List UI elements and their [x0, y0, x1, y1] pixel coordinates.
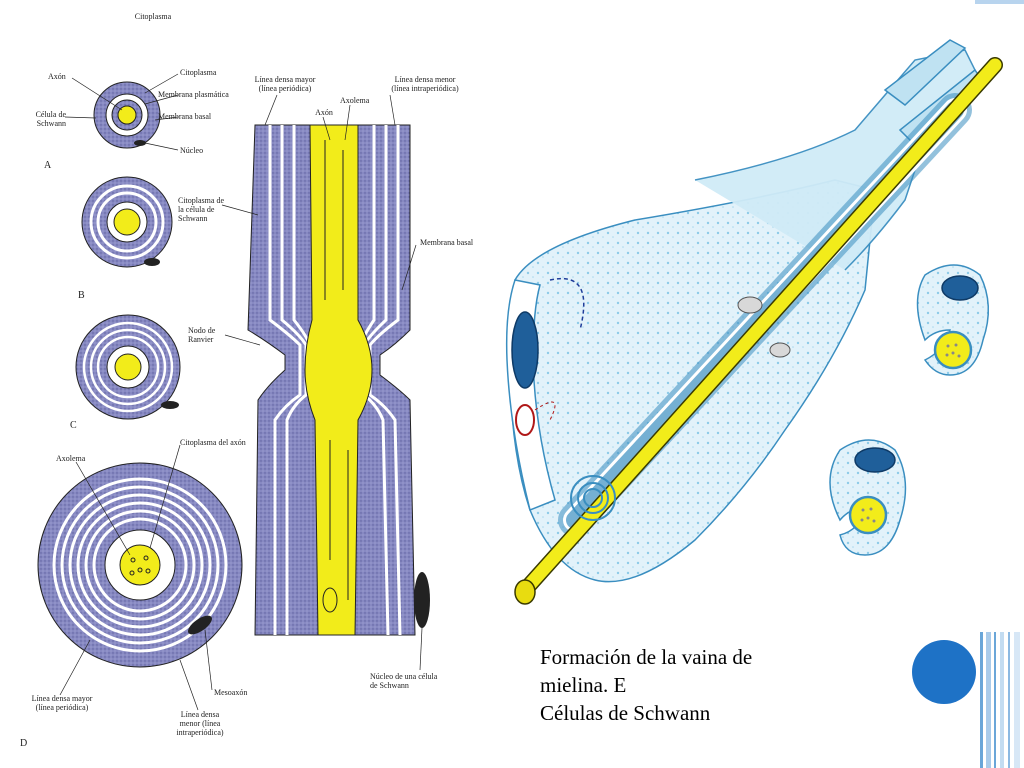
label-axolema-top: Axolema — [340, 96, 370, 105]
stage-c-drawing — [75, 314, 181, 420]
label-citoplasma-axon: Citoplasma del axón — [180, 438, 246, 447]
left-myelination-diagram: Citoplasma Axón Citoplasma Membrana plas… — [0, 0, 488, 768]
label-citoplasma-top: Citoplasma — [134, 12, 172, 21]
label-nodo-ranvier: Nodo de Ranvier — [188, 326, 216, 344]
label-axon-center: Axón — [315, 108, 333, 117]
longitudinal-section-drawing — [247, 124, 430, 636]
stage-label-d: D — [20, 738, 28, 749]
axon-cylinder — [518, 58, 1002, 597]
label-linea-densa-menor-bottom: Línea densa menor (línea intraperiódica) — [176, 710, 224, 737]
label-celula-schwann: Célula de Schwann — [35, 110, 66, 128]
myelination-stages-illustration — [37, 73, 430, 711]
cross-section-upper — [916, 264, 990, 376]
stage-label-a: A — [44, 160, 52, 171]
decorative-vertical-bars — [980, 632, 1020, 768]
label-linea-densa-menor-top: Línea densa menor (línea intraperiódica) — [391, 75, 459, 93]
label-citoplasma-celula-schwann: Citoplasma de la célula de Schwann — [178, 196, 224, 223]
caption-line-3: Células de Schwann — [540, 701, 711, 725]
myelin-wrapping-3d-drawing — [505, 39, 1003, 605]
schwann-nucleus — [511, 311, 539, 389]
cross-section-lower — [829, 439, 907, 556]
label-nucleo: Núcleo — [180, 146, 204, 155]
stage-a-drawing — [93, 81, 161, 149]
label-membrana-basal-a: Membrana basal — [158, 112, 212, 121]
label-axon: Axón — [48, 72, 66, 81]
schwann-cell-3d-illustration — [495, 30, 1024, 630]
caption-line-1: Formación de la vaina de — [540, 645, 753, 669]
decorative-blue-circle — [912, 640, 976, 704]
caption-line-2: mielina. E — [540, 673, 627, 697]
decorative-top-bar — [975, 0, 1024, 4]
label-membrana-basal-right: Membrana basal — [420, 238, 474, 247]
label-nucleo-celula-schwann: Núcleo de una célula de Schwann — [370, 672, 438, 690]
stage-label-b: B — [78, 290, 85, 301]
label-axolema-d: Axolema — [56, 454, 86, 463]
slide-caption: Formación de la vaina de mielina. E Célu… — [540, 643, 880, 727]
label-mesoaxon: Mesoaxón — [214, 688, 248, 697]
stage-label-c: C — [70, 420, 77, 431]
label-linea-densa-mayor-top: Línea densa mayor (línea periódica) — [254, 75, 316, 93]
stage-d-drawing — [37, 462, 243, 668]
label-membrana-plasmatica: Membrana plasmática — [158, 90, 229, 99]
label-citoplasma-a: Citoplasma — [180, 68, 217, 77]
leader-lines — [59, 73, 423, 711]
stage-b-drawing — [81, 176, 173, 268]
label-linea-densa-mayor-bottom: Línea densa mayor (línea periódica) — [31, 694, 93, 712]
